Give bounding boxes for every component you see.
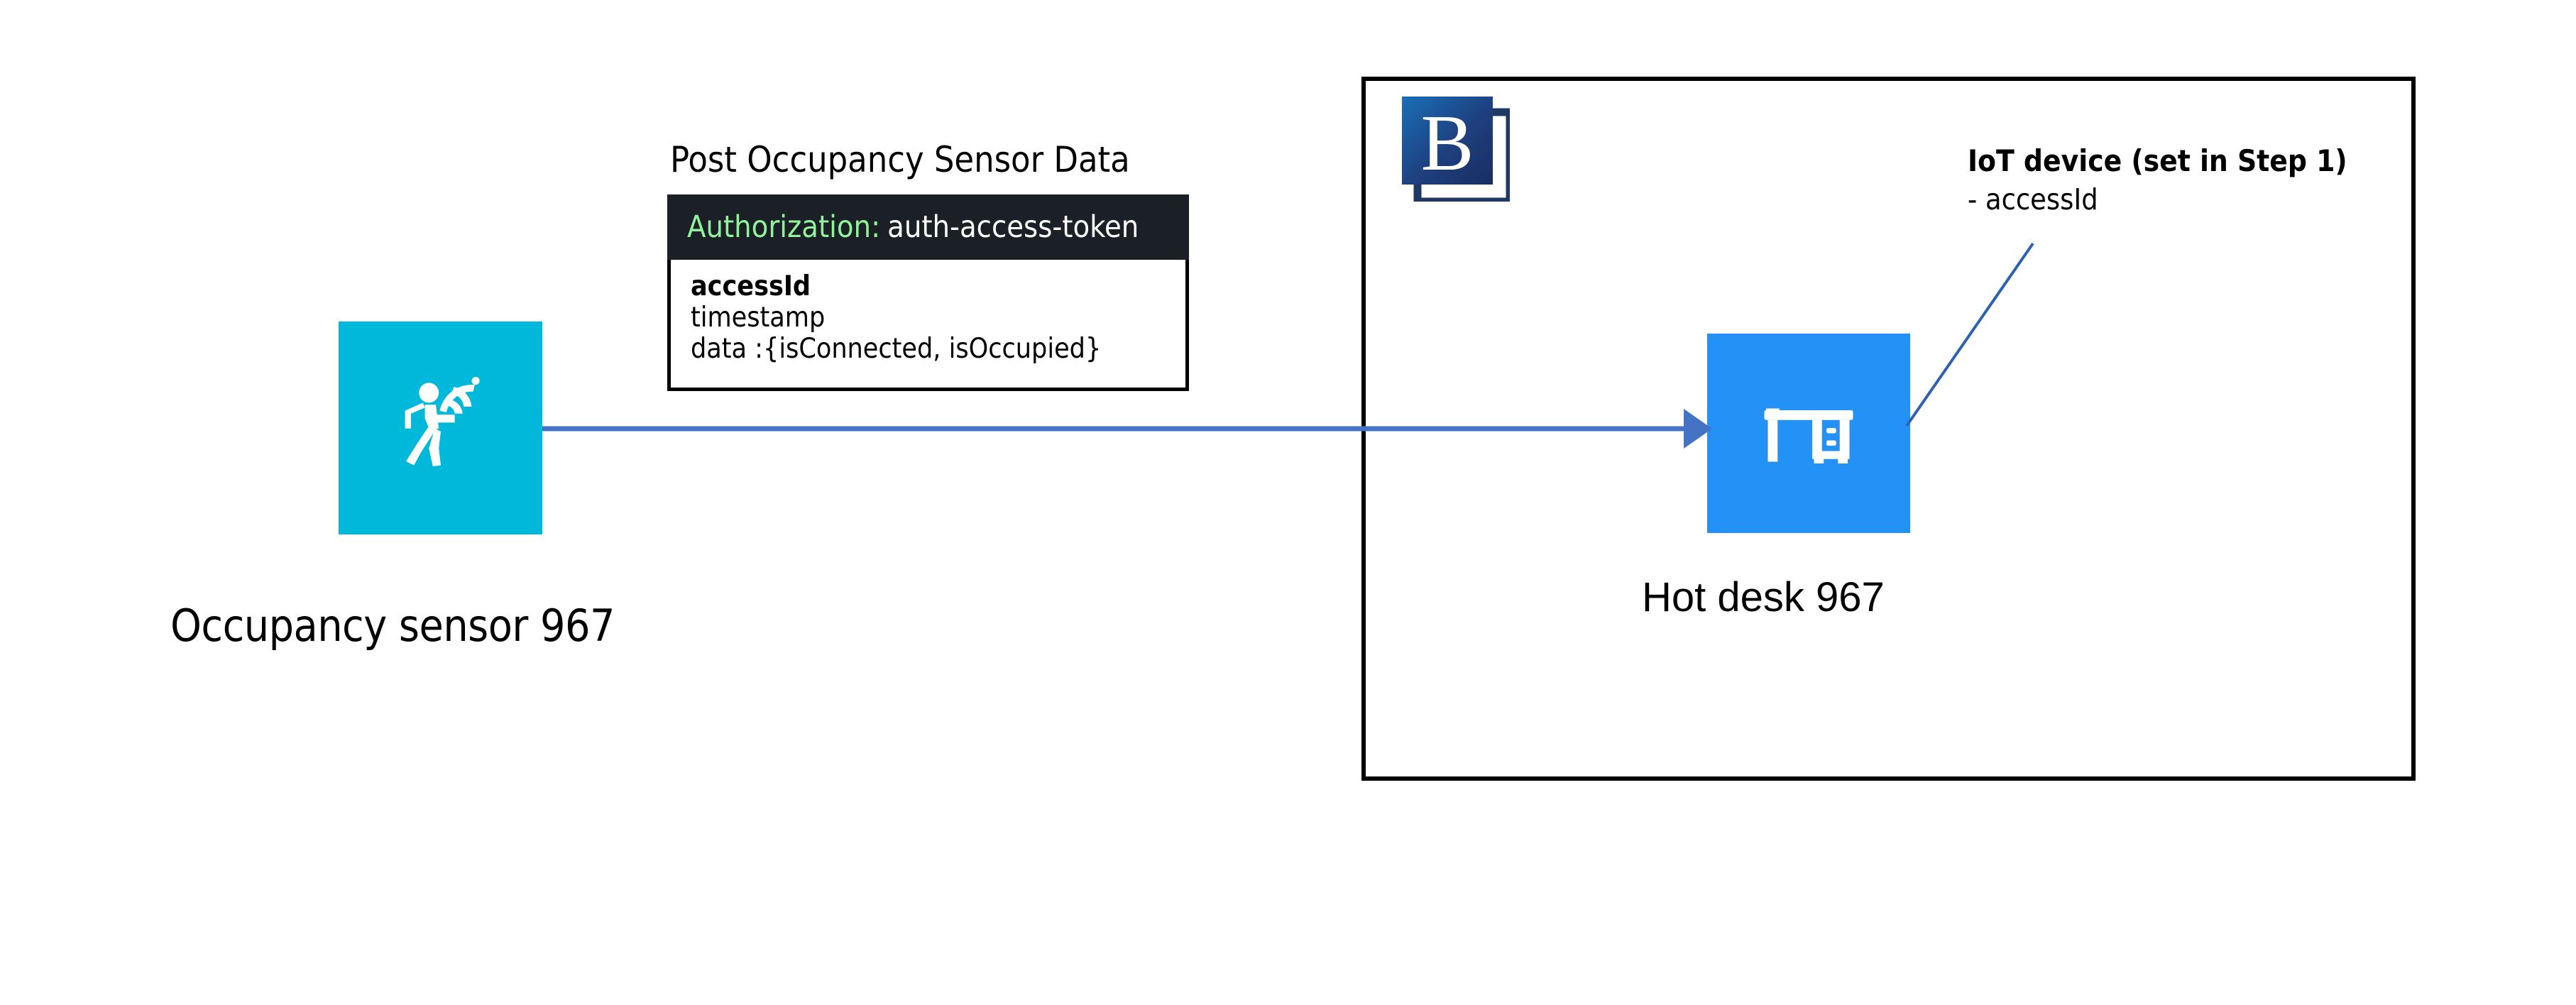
walking-person-motion-sensor-icon [381,367,500,490]
svg-text:B: B [1421,99,1474,187]
payload-field: timestamp [691,302,826,334]
payload-field: accessId [691,270,811,302]
iot-device-annotation-title: IoT device (set in Step 1) [1968,143,2347,178]
payload-field: data :{isConnected, isOccupied} [691,333,1102,366]
iot-device-annotation-detail: - accessId [1968,182,2098,217]
hot-desk-caption: Hot desk 967 [1642,574,1885,620]
occupancy-sensor-caption: Occupancy sensor 967 [170,600,615,652]
request-card: Authorization: auth-access-token accessI… [667,194,1189,391]
iot-device-annotation: IoT device (set in Step 1) - accessId [1968,143,2347,217]
request-title: Post Occupancy Sensor Data [670,139,1130,180]
auth-header-value: auth-access-token [887,209,1139,245]
occupancy-sensor-tile[interactable] [339,322,542,534]
b-logo: B [1402,97,1514,206]
request-auth-header: Authorization: auth-access-token [667,194,1189,260]
request-payload-fields: accessId timestamp data :{isConnected, i… [667,260,1189,391]
hot-desk-tile[interactable] [1707,334,1910,533]
auth-header-key: Authorization: [687,209,881,245]
desk-icon [1755,378,1862,488]
